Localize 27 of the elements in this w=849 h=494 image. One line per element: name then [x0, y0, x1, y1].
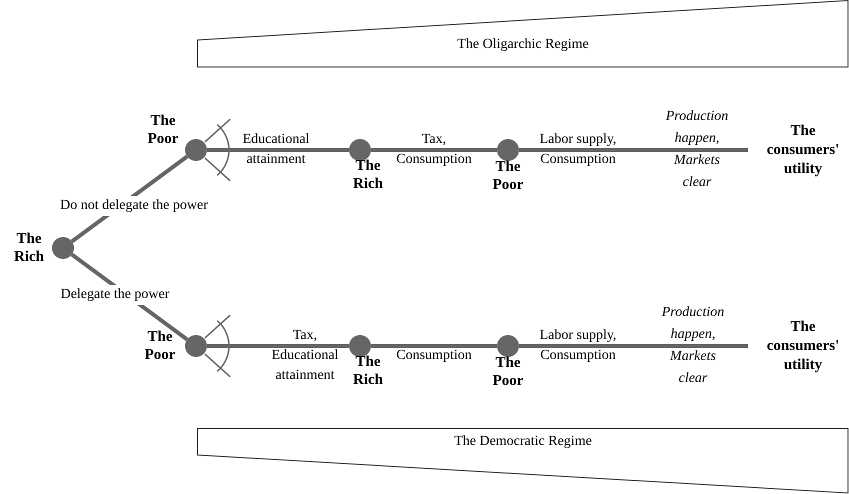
- edge-label: Delegate the power: [58, 285, 172, 305]
- player-label: The Poor: [492, 158, 524, 194]
- edge-label: Tax, Educational attainment: [270, 327, 340, 385]
- edge-label: Tax, Consumption: [395, 131, 473, 169]
- game-tree-branch: [371, 344, 497, 348]
- game-tree-branch: [519, 148, 748, 152]
- edge-label: Educational attainment: [242, 131, 310, 169]
- payoff-label: The consumers' utility: [766, 122, 840, 178]
- game-tree-branch: [207, 148, 349, 152]
- game-tree-branch: [371, 148, 497, 152]
- player-label: The Poor: [146, 112, 180, 148]
- game-tree-branch: [519, 344, 748, 348]
- game-tree-branch: [207, 344, 349, 348]
- regime-title: The Democratic Regime: [453, 433, 593, 451]
- player-label: The Rich: [13, 230, 45, 266]
- player-label: The Poor: [144, 328, 176, 364]
- edge-label: Labor supply, Consumption: [538, 327, 618, 365]
- stage-note: Production happen, Markets clear: [664, 108, 730, 192]
- player-label: The Poor: [492, 354, 524, 390]
- stage-note: Production happen, Markets clear: [660, 304, 726, 388]
- payoff-label: The consumers' utility: [766, 318, 840, 374]
- edge-label: Labor supply, Consumption: [538, 131, 618, 169]
- player-label: The Rich: [352, 353, 384, 389]
- regime-title: The Oligarchic Regime: [456, 36, 590, 54]
- player-label: The Rich: [352, 157, 384, 193]
- edge-label: Do not delegate the power: [58, 196, 210, 216]
- edge-label: Consumption: [395, 347, 473, 365]
